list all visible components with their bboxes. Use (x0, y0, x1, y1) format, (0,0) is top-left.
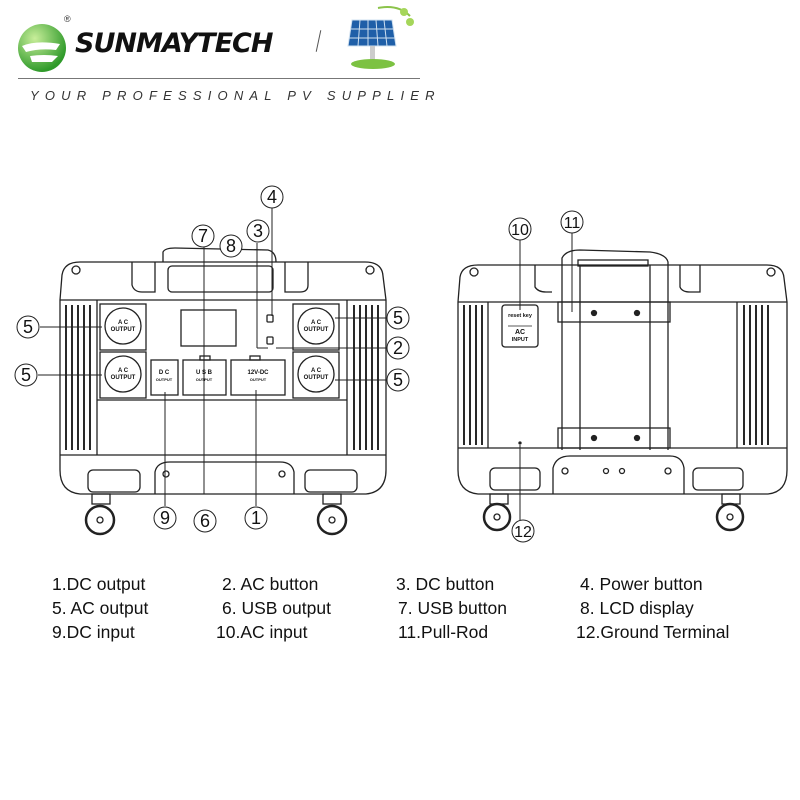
callout-7: 7 (198, 226, 208, 246)
callout-11: 11 (564, 215, 581, 232)
pull-rod (557, 249, 671, 450)
callout-3: 3 (253, 221, 263, 241)
ground-terminal (518, 441, 522, 445)
front-handle (162, 247, 277, 293)
lcd-display (180, 309, 237, 347)
legend-item: 8. LCD display (580, 598, 694, 618)
ac-input-label: INPUT (512, 337, 529, 343)
ac-button[interactable] (266, 336, 274, 345)
back-wheels (482, 493, 745, 532)
tagline: YOUR PROFESSIONAL PV SUPPLIER (30, 88, 441, 103)
callout-5: 5 (23, 317, 33, 337)
callout-5: 5 (393, 370, 403, 390)
logo-divider (315, 30, 322, 52)
back-view-diagram: 10 11 12 reset key AC INPUT (457, 210, 788, 543)
legend-item: 12.Ground Terminal (576, 622, 730, 642)
reset-key-label: reset key (508, 313, 533, 319)
callout-lines (38, 208, 386, 506)
dc12-label: OUTPUT (250, 377, 267, 382)
logo (16, 22, 68, 74)
callout-4: 4 (267, 187, 277, 207)
ac-label: A C (118, 320, 129, 326)
callout-5: 5 (393, 308, 403, 328)
back-body (457, 264, 788, 495)
legend-item: 11.Pull-Rod (398, 622, 489, 642)
logo-globe-icon (18, 24, 66, 72)
dc-label: OUTPUT (156, 377, 173, 382)
legend-item: 7. USB button (398, 598, 507, 618)
back-callout-lines (519, 233, 573, 520)
legend-item: 2. AC button (222, 574, 319, 594)
legend-item: 6. USB output (222, 598, 331, 618)
brand-name: SUNMAYTECH (75, 28, 273, 59)
ac-output-socket (292, 303, 340, 351)
ac-label: A C (311, 320, 322, 326)
callout-5: 5 (21, 365, 31, 385)
legend-item: 3. DC button (396, 574, 495, 594)
power-button[interactable] (266, 314, 274, 323)
callout-6: 6 (200, 511, 210, 531)
ac-input-label: AC (515, 329, 525, 336)
legend-item: 5. AC output (52, 598, 149, 618)
legend-item: 9.DC input (52, 622, 135, 642)
ac-label: OUTPUT (304, 327, 329, 333)
solar-panel-icon (347, 6, 414, 69)
callout-10: 10 (511, 222, 529, 239)
callout-9: 9 (160, 508, 170, 528)
dc12-output-port (230, 355, 286, 396)
front-callout-circles (14, 185, 410, 533)
ac-label: OUTPUT (304, 375, 329, 381)
ac-label: A C (118, 368, 129, 374)
usb-label: OUTPUT (196, 377, 213, 382)
legend-item: 4. Power button (580, 574, 703, 594)
front-body (59, 261, 387, 495)
callout-12: 12 (514, 524, 532, 541)
registered-mark: ® (64, 14, 71, 24)
solar-panel-logo (338, 2, 418, 77)
front-wheels (84, 493, 348, 536)
callout-1: 1 (251, 508, 261, 528)
header-rule (18, 78, 420, 79)
legend-item: 10.AC input (216, 622, 308, 642)
front-view-diagram: 1 2 3 4 5 5 5 5 6 7 8 9 A C OUTPUT A C O… (14, 185, 410, 536)
legend-item: 1.DC output (52, 574, 146, 594)
ac-label: A C (311, 368, 322, 374)
ac-label: OUTPUT (111, 327, 136, 333)
dc-label: D C (159, 370, 170, 376)
usb-label: U S B (196, 370, 213, 376)
callout-2: 2 (393, 338, 403, 358)
ac-output-socket (292, 351, 340, 399)
ac-label: OUTPUT (111, 375, 136, 381)
callout-8: 8 (226, 236, 236, 256)
dc12-label: 12V-DC (247, 370, 269, 376)
